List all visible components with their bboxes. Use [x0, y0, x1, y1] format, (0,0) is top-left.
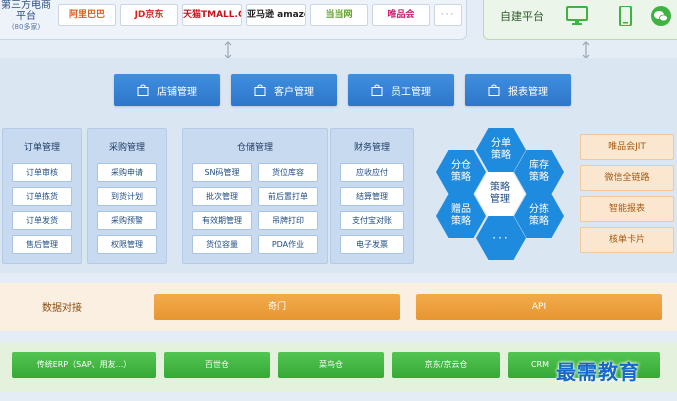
smart-report-item[interactable]: 智能报表 [580, 196, 674, 222]
report-management-button[interactable]: 报表管理 [465, 74, 571, 106]
batch-management-item[interactable]: 批次管理 [192, 187, 252, 206]
logo-dangdang-text: 当当网 [325, 10, 353, 20]
third-party-platform-count: (80多家) [11, 23, 41, 31]
logo-vip[interactable]: 唯品会 [372, 4, 430, 26]
report-management-label: 报表管理 [508, 86, 548, 98]
split-warehouse-strategy-label: 分仓 策略 [451, 160, 471, 183]
tag-print-item[interactable]: 吊牌打印 [258, 211, 318, 230]
staff-management-button[interactable]: 员工管理 [348, 74, 454, 106]
sn-code-item[interactable]: SN码管理 [192, 163, 252, 182]
monitor-icon [566, 6, 588, 25]
data-connection-label: 数据对接 [42, 303, 82, 314]
location-capacity-item[interactable]: 货位库容 [258, 163, 318, 182]
pda-operation-item[interactable]: PDA作业 [258, 235, 318, 254]
split-pick-strategy-label: 分拣 策略 [529, 204, 549, 227]
wechat-icon [651, 6, 671, 26]
pre-post-print-item[interactable]: 前后置打单 [258, 187, 318, 206]
e-invoice-item[interactable]: 电子发票 [340, 235, 404, 254]
logo-vip-text: 唯品会 [387, 10, 415, 20]
jd-cloud-warehouse-button[interactable]: 京东/京云仓 [392, 352, 500, 378]
logo-jd[interactable]: JD京东 [120, 4, 178, 26]
logo-alibaba-text: 阿里巴巴 [68, 10, 105, 20]
wechat-full-link-item[interactable]: 微信全链路 [580, 165, 674, 191]
watermark-logo: 最需教育 [556, 360, 640, 384]
logo-jd-text: JD京东 [134, 10, 164, 20]
connector-arrow-left [224, 41, 232, 59]
split-warehouse-strategy-hex[interactable]: 分仓 策略 [436, 150, 486, 194]
purchase-management-title: 采购管理 [108, 143, 145, 153]
logo-tmall[interactable]: 天猫TMALL.COM [182, 4, 242, 26]
bag-icon [254, 84, 266, 96]
order-picking-item[interactable]: 订单拣货 [12, 187, 72, 206]
cainiao-warehouse-button[interactable]: 菜鸟仓 [278, 352, 384, 378]
check-card-item[interactable]: 核单卡片 [580, 227, 674, 253]
more-strategies-label: ··· [492, 231, 510, 245]
permission-management-item[interactable]: 权限管理 [97, 235, 157, 254]
order-shipping-item[interactable]: 订单发货 [12, 211, 72, 230]
store-management-button[interactable]: 店铺管理 [114, 74, 220, 106]
traditional-erp-button[interactable]: 传统ERP（SAP、用友...） [12, 352, 156, 378]
logo-amazon[interactable]: 亚马逊 amazon.cn [246, 4, 306, 26]
staff-management-label: 员工管理 [391, 86, 431, 98]
bag-icon [371, 84, 383, 96]
vip-jit-item[interactable]: 唯品会JIT [580, 134, 674, 160]
logos-more-button[interactable]: ··· [434, 4, 462, 26]
customer-management-button[interactable]: 客户管理 [231, 74, 337, 106]
order-management-title: 订单管理 [23, 143, 60, 153]
location-volume-item[interactable]: 货位容量 [192, 235, 252, 254]
gift-strategy-label: 赠品 策略 [451, 204, 471, 227]
expiry-management-item[interactable]: 有效期管理 [192, 211, 252, 230]
self-platform-label: 自建平台 [500, 10, 544, 23]
after-sales-item[interactable]: 售后管理 [12, 235, 72, 254]
receivable-payable-item[interactable]: 应收应付 [340, 163, 404, 182]
crm-label: CRM [530, 360, 550, 369]
bag-icon [137, 84, 149, 96]
strategy-management-label: 策略 管理 [490, 182, 510, 205]
logos-more-text: ··· [440, 10, 456, 20]
arrival-plan-item[interactable]: 到货计划 [97, 187, 157, 206]
gift-strategy-hex[interactable]: 赠品 策略 [436, 194, 486, 238]
logo-alibaba[interactable]: 阿里巴巴 [58, 4, 116, 26]
third-party-platform-label: 第三方电商平台 (80多家) [0, 0, 52, 36]
phone-icon [619, 6, 632, 26]
inventory-strategy-label: 库存 策略 [529, 160, 549, 183]
purchase-alert-item[interactable]: 采购预警 [97, 211, 157, 230]
logo-tmall-text: 天猫TMALL.COM [183, 10, 241, 20]
order-review-item[interactable]: 订单审核 [12, 163, 72, 182]
alipay-reconcile-item[interactable]: 支付宝对账 [340, 211, 404, 230]
customer-management-label: 客户管理 [274, 86, 314, 98]
connector-arrow-right [582, 41, 590, 59]
purchase-request-item[interactable]: 采购申请 [97, 163, 157, 182]
crm-button[interactable]: CRM [508, 352, 660, 378]
best-warehouse-button[interactable]: 百世仓 [164, 352, 270, 378]
api-bar[interactable]: API [416, 294, 662, 320]
warehouse-management-title: 仓储管理 [236, 143, 273, 153]
store-management-label: 店铺管理 [157, 86, 197, 98]
finance-management-title: 财务管理 [353, 143, 390, 153]
third-party-platform-title: 第三方电商平台 [1, 0, 51, 22]
logo-amazon-text: 亚马逊 amazon.cn [247, 10, 305, 20]
logo-dangdang[interactable]: 当当网 [310, 4, 368, 26]
qimen-bar[interactable]: 奇门 [154, 294, 400, 320]
settlement-management-item[interactable]: 结算管理 [340, 187, 404, 206]
bag-icon [488, 84, 500, 96]
split-order-strategy-label: 分单 策略 [491, 138, 511, 161]
